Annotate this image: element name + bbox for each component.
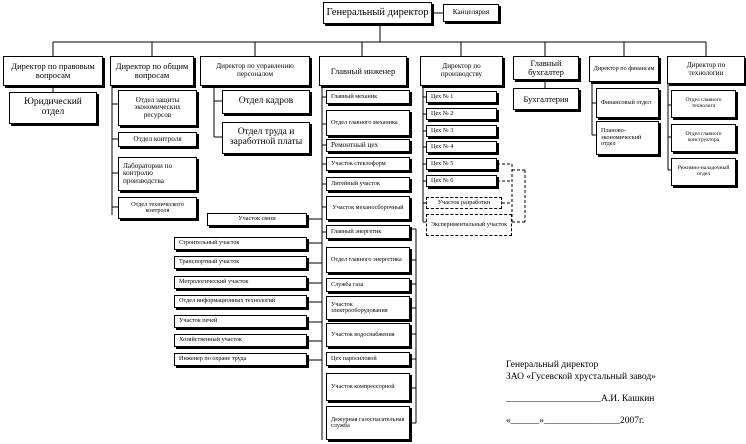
glass-forms-box: Участок стеклоформ xyxy=(326,157,410,171)
signature-date-line: «______»________________2007г. xyxy=(506,415,645,426)
mech-assembly-box: Участок механосборочный xyxy=(326,196,410,220)
shop-3-box: Цех № 3 xyxy=(426,125,497,137)
chief-mechanic-box: Главный механик xyxy=(326,90,410,104)
safety-engineer-box: Инженер по охране труда xyxy=(174,353,307,366)
shop-2-box: Цех № 2 xyxy=(426,108,497,120)
furnaces-box: Участок печей xyxy=(174,315,307,328)
signature-name-line: ____________________А.И. Кашкин xyxy=(506,393,655,404)
financial-dept-box: Финансовый отдел xyxy=(596,88,659,118)
shop-1-box: Цех № 1 xyxy=(426,91,497,103)
development-box: Участок разработки xyxy=(426,197,502,209)
signature-title: Генеральный директор xyxy=(506,360,599,370)
control-dept-box: Отдел контроля xyxy=(118,132,197,147)
labs-box: Лаборатории по контролю производства xyxy=(118,157,197,191)
director-technology-box: Директор по технологии xyxy=(667,56,745,84)
shop-5-box: Цех № 5 xyxy=(426,158,497,170)
foundry-box: Литейный участок xyxy=(326,177,410,191)
water-supply-box: Участок водоснабжения xyxy=(326,323,410,347)
shop-4-box: Цех № 4 xyxy=(426,141,497,153)
repair-shop-box: Ремонтный цех xyxy=(326,139,410,152)
construction-box: Строительный участок xyxy=(174,237,307,250)
chief-accountant-box: Главный бухгалтер xyxy=(513,56,579,80)
chancellery-box: Канцелярия xyxy=(443,4,499,22)
metrology-box: Метрологический участок xyxy=(174,276,307,289)
chief-mechanic-dept-box: Отдел главного механика xyxy=(326,110,410,136)
gas-service-box: Служба газа xyxy=(326,278,410,292)
legal-dept-box: Юридический отдел xyxy=(9,92,97,124)
steam-shop-box: Цех паросиловой xyxy=(326,352,410,366)
hr-dept-box: Отдел кадров xyxy=(222,90,310,114)
general-director-box: Генеральный директор xyxy=(323,2,432,24)
it-dept-box: Отдел информационных технологий xyxy=(174,295,307,308)
chief-technologist-box: Отдел главного технолога xyxy=(671,90,736,118)
shop-6-box: Цех № 6 xyxy=(426,175,497,187)
econ-protection-box: Отдел защиты экономических ресурсов xyxy=(118,90,197,126)
chief-power-dept-box: Отдел главного энергетика xyxy=(326,247,410,273)
transport-box: Транспортный участок xyxy=(174,256,307,269)
tech-control-box: Отдел технического контроля xyxy=(118,197,197,219)
experimental-box: Экспериментальный участок xyxy=(426,214,512,236)
mode-adjust-box: Режимно-наладочный отдел xyxy=(671,158,736,186)
director-general-issues-box: Директор по общим вопросам xyxy=(110,56,194,86)
household-box: Хозяйственный участок xyxy=(174,334,307,347)
accounting-box: Бухгалтерия xyxy=(513,88,579,110)
signature-company: ЗАО «Гусевской хрустальный завод» xyxy=(506,371,656,382)
director-personnel-box: Директор по управлению персоналом xyxy=(200,56,310,86)
chief-engineer-box: Главный инженер xyxy=(319,56,407,86)
director-production-box: Директор по производству xyxy=(420,56,503,86)
chief-power-engineer-box: Главный энергетик xyxy=(326,225,410,239)
communications-box: Участок связи xyxy=(207,213,307,226)
planning-econ-box: Планово-экономический отдел xyxy=(596,121,659,155)
electrical-equipment-box: Участок электрооборудования xyxy=(326,296,410,320)
director-finance-box: Директор по финансам xyxy=(589,56,659,82)
compressor-box: Участок компрессорной xyxy=(326,373,410,401)
labor-wages-box: Отдел труда и заработной платы xyxy=(222,122,310,154)
chief-designer-box: Отдел главного конструктора xyxy=(671,124,736,152)
signature-block: Генеральный директор ЗАО «Гусевской хрус… xyxy=(506,360,656,428)
rescue-gas-box: Дежурная газоспасательная служба xyxy=(326,406,410,440)
director-legal-box: Директор по правовым вопросам xyxy=(3,56,103,86)
